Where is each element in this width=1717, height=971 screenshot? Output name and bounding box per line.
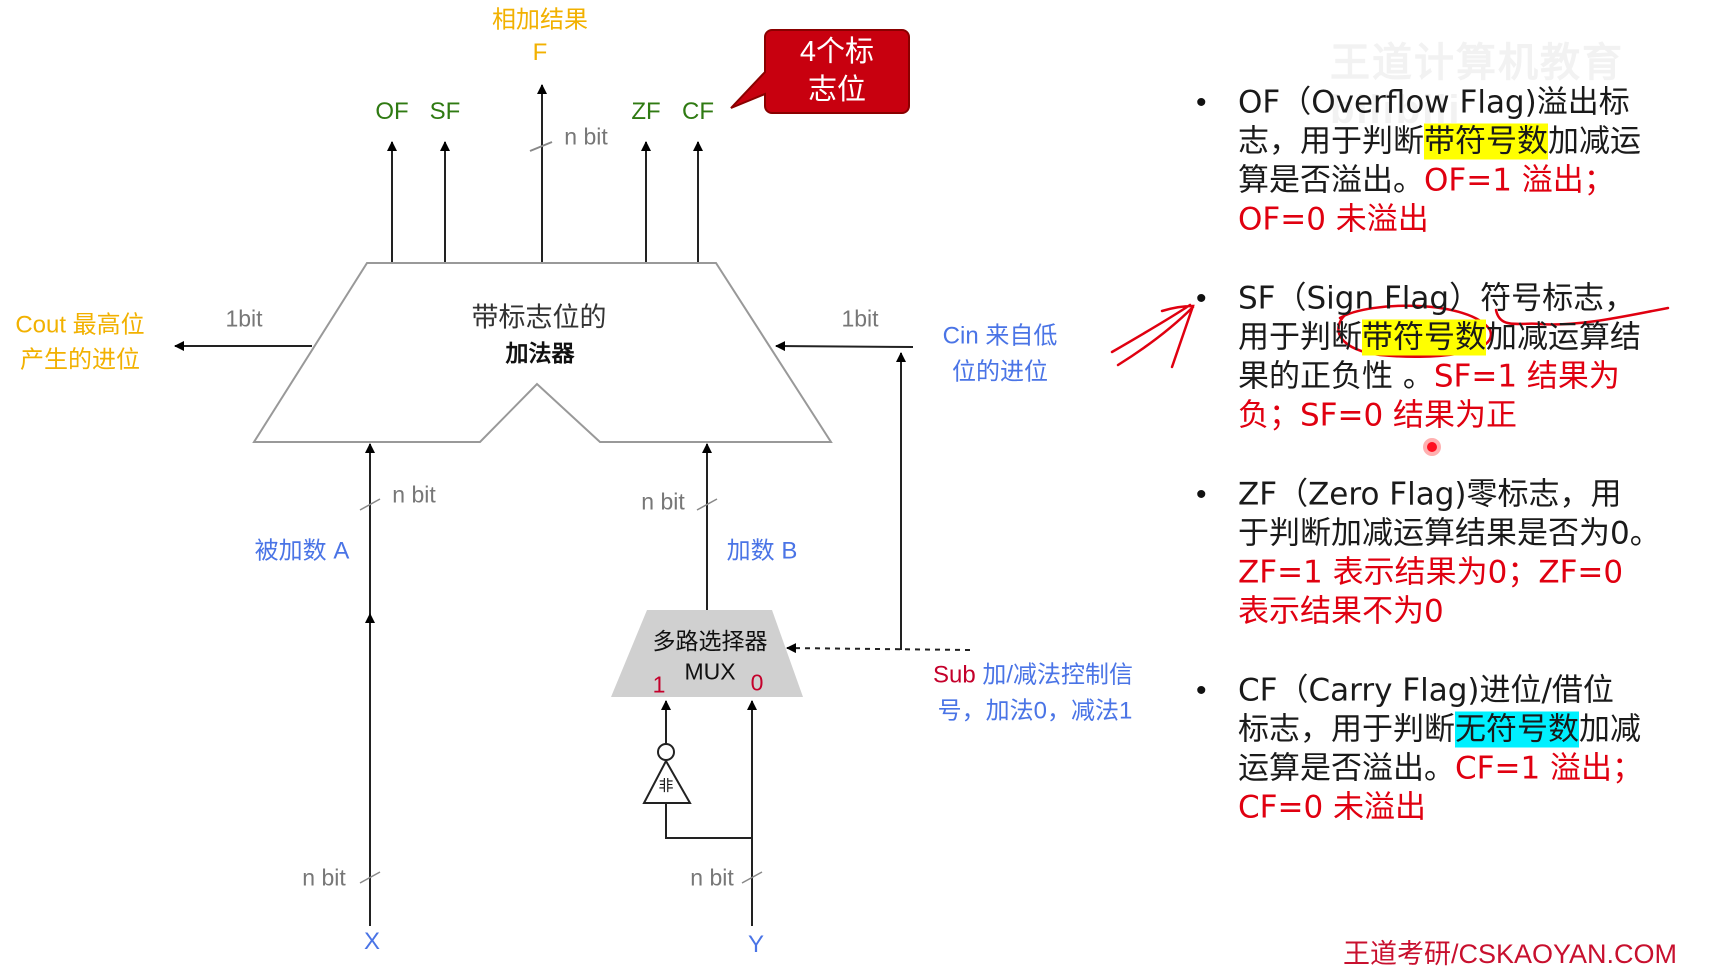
not-gate-body xyxy=(642,758,692,804)
b-bus-tick xyxy=(696,498,718,511)
flag-description-line: 果的正负性 。SF=1 结果为 xyxy=(1238,358,1620,397)
sub-label-line2: 号，加法0，减法1 xyxy=(937,697,1133,725)
cin-arrow xyxy=(775,341,914,352)
x-label: X xyxy=(363,928,381,955)
flag-value-text: OF=0 未溢出 xyxy=(1238,201,1429,238)
flag-of-label: OF xyxy=(375,98,409,125)
flag-description-line: CF（Carry Flag)进位/借位 xyxy=(1238,672,1614,711)
description-text: 加减运 xyxy=(1548,123,1641,160)
a-label: 被加数 A xyxy=(254,537,350,565)
adder-body xyxy=(252,262,833,443)
cout-label-line1: Cout 最高位 xyxy=(15,311,145,339)
annotation-arrow xyxy=(1110,303,1195,369)
mux-input-0: 0 xyxy=(750,669,764,696)
cin-label-line2: 位的进位 xyxy=(952,358,1048,386)
bullet-icon: • xyxy=(1196,282,1207,315)
bullet-icon: • xyxy=(1196,674,1207,707)
flag-cf-label: CF xyxy=(682,98,714,125)
a-bus-tick xyxy=(359,498,381,511)
description-text: OF（Overflow Flag)溢出标 xyxy=(1238,84,1630,121)
flag-description-line: 志，用于判断带符号数加减运 xyxy=(1238,123,1641,162)
y-width-label: n bit xyxy=(690,864,734,891)
adder-subtitle: 加法器 xyxy=(505,340,575,366)
annotation-underline xyxy=(1494,306,1670,326)
description-text: 用于判断 xyxy=(1238,319,1362,356)
x-bus-tick xyxy=(359,871,381,884)
cin-width-label: 1bit xyxy=(841,305,879,332)
flag-description-line: CF=0 未溢出 xyxy=(1238,789,1426,828)
flag-description-line: SF（Sign Flag）符号标志， xyxy=(1238,280,1635,319)
y-label: Y xyxy=(747,931,765,958)
y-to-not-wire xyxy=(665,803,752,839)
flag-value-text: CF=0 未溢出 xyxy=(1238,789,1427,826)
flag-description-line: ZF=1 表示结果为0；ZF=0 xyxy=(1238,554,1623,593)
highlighted-text: 带符号数 xyxy=(1424,123,1548,160)
sum-result-label: 相加结果 xyxy=(492,6,588,34)
mux-title: 多路选择器 xyxy=(652,628,768,654)
description-text: 运算是否溢出。 xyxy=(1238,750,1455,787)
b-label: 加数 B xyxy=(726,537,798,565)
x-width-label: n bit xyxy=(302,864,346,891)
highlighted-text: 带符号数 xyxy=(1362,319,1486,356)
cin-label-line1: Cin 来自低 xyxy=(942,322,1058,350)
footer-brand: 王道考研/CSKAOYAN.COM xyxy=(1342,939,1677,969)
flag-value-text: SF=1 结果为 xyxy=(1433,358,1620,395)
flag-description-line: 运算是否溢出。CF=1 溢出； xyxy=(1238,750,1643,789)
sub-signal-name: Sub xyxy=(932,661,976,689)
a-width-label: n bit xyxy=(392,481,436,508)
description-text: 加减运算结 xyxy=(1486,319,1641,356)
description-text: ZF（Zero Flag)零标志，用 xyxy=(1238,476,1622,513)
cout-label-line2: 产生的进位 xyxy=(20,346,140,374)
not-gate-bubble xyxy=(657,743,675,761)
flag-description-line: OF（Overflow Flag)溢出标 xyxy=(1238,84,1630,123)
flag-zf-label: ZF xyxy=(631,98,661,125)
callout-bubble xyxy=(730,29,910,114)
laser-pointer-dot xyxy=(1423,438,1441,456)
description-text: 果的正负性 。 xyxy=(1238,358,1434,395)
flag-description-line: 算是否溢出。OF=1 溢出； xyxy=(1238,162,1615,201)
bullet-icon: • xyxy=(1196,478,1207,511)
flag-sf-label: SF xyxy=(429,98,461,125)
flag-value-text: CF=1 溢出； xyxy=(1455,750,1644,787)
not-gate-label: 非 xyxy=(658,777,674,795)
watermark: 王道计算机教育 bilibili xyxy=(1330,41,1624,132)
description-text: 加减 xyxy=(1579,711,1641,748)
mux-input-1: 1 xyxy=(652,671,666,698)
y-bus-tick xyxy=(741,871,763,884)
flag-description-line: 表示结果不为0 xyxy=(1238,593,1444,632)
description-text: 算是否溢出。 xyxy=(1238,162,1424,199)
cout-width-label: 1bit xyxy=(225,305,263,332)
callout-text: 4个标 志位 xyxy=(800,33,874,109)
flag-value-text: ZF=1 表示结果为0；ZF=0 xyxy=(1238,554,1624,591)
description-text: 志，用于判断 xyxy=(1238,123,1424,160)
flag-value-text: 负；SF=0 结果为正 xyxy=(1238,397,1518,434)
b-width-label: n bit xyxy=(641,488,685,515)
callout-line: 4个标 xyxy=(799,36,875,68)
description-text: CF（Carry Flag)进位/借位 xyxy=(1238,672,1614,709)
flag-value-text: OF=1 溢出； xyxy=(1424,162,1615,199)
mux-name: MUX xyxy=(684,658,736,685)
result-width-label: n bit xyxy=(564,123,608,150)
highlighted-text: 无符号数 xyxy=(1455,711,1579,748)
flag-description-line: ZF（Zero Flag)零标志，用 xyxy=(1238,476,1621,515)
flag-description-line: 用于判断带符号数加减运算结 xyxy=(1238,319,1641,358)
sub-label-line1: Sub 加/减法控制信 xyxy=(933,655,1133,690)
description-text: 于判断加减运算结果是否为0。 xyxy=(1238,515,1661,552)
flag-description-line: 于判断加减运算结果是否为0。 xyxy=(1238,515,1661,554)
callout-line: 志位 xyxy=(807,74,867,106)
flag-value-text: 表示结果不为0 xyxy=(1238,593,1444,630)
mux-body xyxy=(611,610,803,697)
flag-description-line: 标志，用于判断无符号数加减 xyxy=(1238,711,1641,750)
adder-title: 带标志位的 xyxy=(471,302,607,333)
flag-description-line: OF=0 未溢出 xyxy=(1238,201,1429,240)
bus-tick xyxy=(529,141,553,152)
flag-description-line: 负；SF=0 结果为正 xyxy=(1238,397,1517,436)
description-text: 标志，用于判断 xyxy=(1238,711,1455,748)
bullet-icon: • xyxy=(1196,86,1207,119)
sub-dashed-line xyxy=(786,643,971,654)
sum-result-symbol: F xyxy=(532,39,548,66)
description-text: SF（Sign Flag）符号标志， xyxy=(1238,280,1636,317)
sub-signal-desc: 加/减法控制信 xyxy=(982,661,1134,689)
